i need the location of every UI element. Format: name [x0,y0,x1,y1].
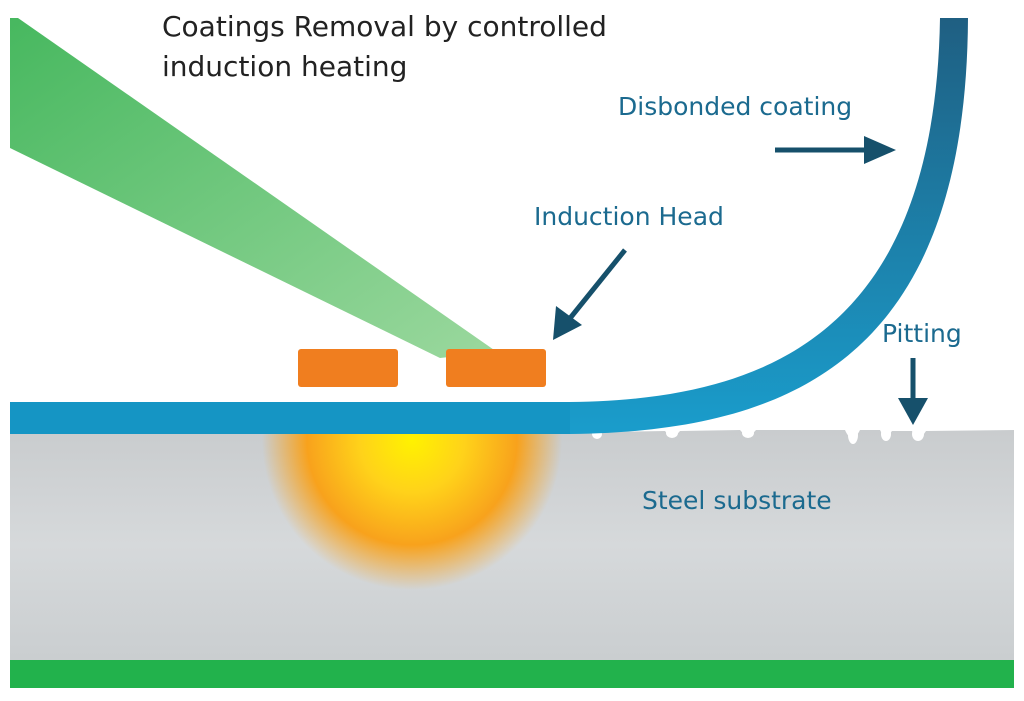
induction-head-right [446,349,546,387]
title-line-1: Coatings Removal by controlled [162,10,607,43]
heat-zone [262,430,562,590]
coating-layer-flat [10,402,570,434]
pitting-label: Pitting [882,319,962,348]
heating-beam [10,18,497,358]
disbonded-coating-label: Disbonded coating [618,92,852,121]
disbonded-coating-arrow [775,136,896,164]
induction-head-arrow [553,248,627,340]
title-line-2: induction heating [162,50,407,83]
induction-head-left [298,349,398,387]
pitting-marks [592,426,924,444]
pitting-arrow [898,358,928,425]
steel-substrate-label: Steel substrate [642,486,832,515]
induction-head-label: Induction Head [534,202,724,231]
bottom-bar [10,660,1014,688]
